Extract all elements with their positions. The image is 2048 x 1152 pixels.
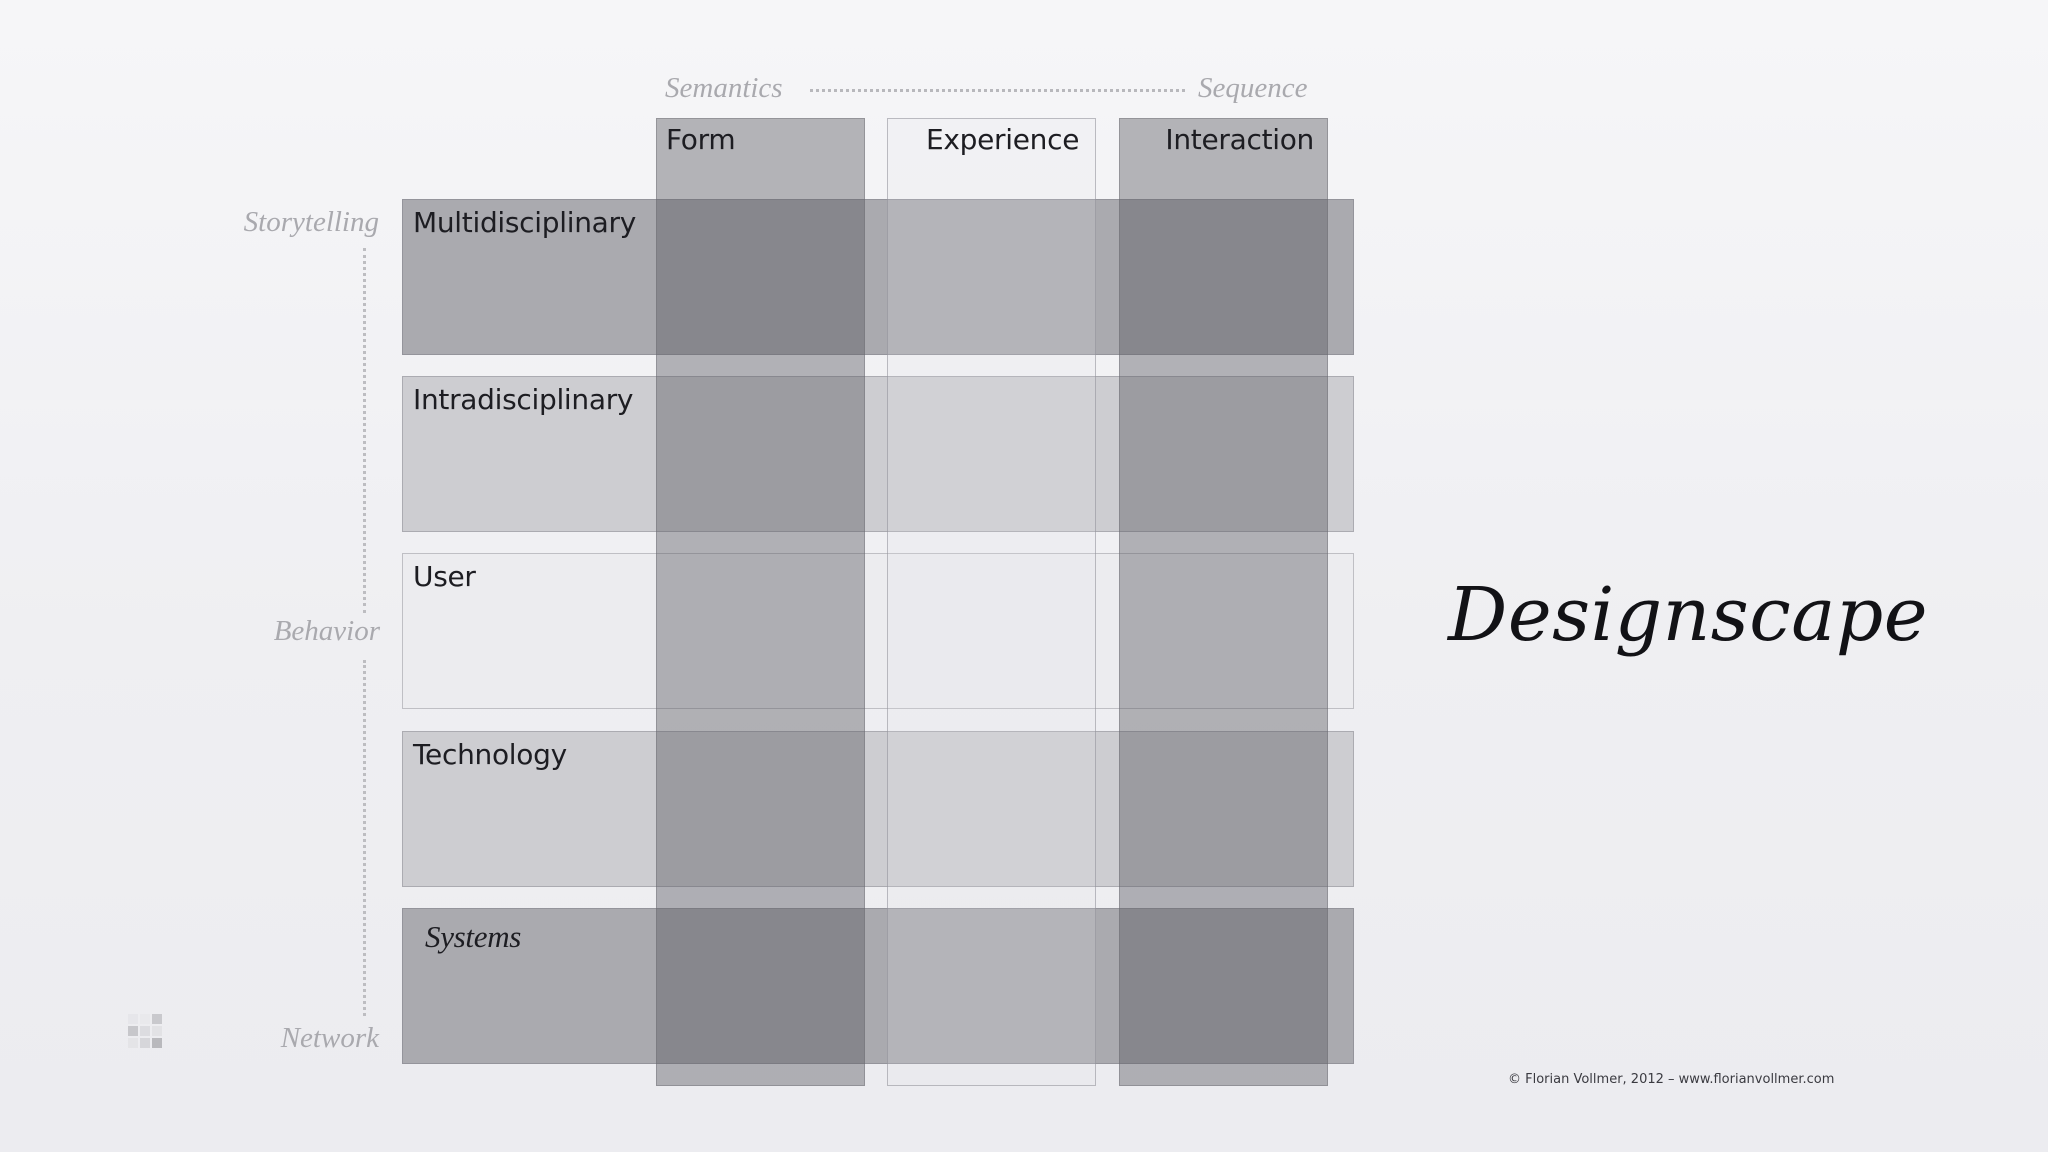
network-label: Network <box>280 1022 379 1054</box>
row-intradisciplinary: Intradisciplinary <box>402 376 1354 532</box>
semantics-label: Semantics <box>665 72 783 104</box>
row-label-systems: Systems <box>425 919 522 954</box>
row-label-user: User <box>413 560 476 593</box>
logo-icon <box>128 1014 174 1060</box>
row-technology: Technology <box>402 731 1354 887</box>
storytelling-label: Storytelling <box>243 206 379 238</box>
row-multidisciplinary: Multidisciplinary <box>402 199 1354 355</box>
row-label-technology: Technology <box>413 738 567 771</box>
top-axis-dotted-line <box>810 89 1185 92</box>
row-user: User <box>402 553 1354 709</box>
column-label-experience: Experience <box>926 123 1080 156</box>
row-label-multidisciplinary: Multidisciplinary <box>413 206 636 239</box>
column-interaction: Interaction <box>1119 118 1328 1086</box>
column-label-form: Form <box>666 123 736 156</box>
row-systems: Systems <box>402 908 1354 1064</box>
copyright-footer: © Florian Vollmer, 2012 – www.florianvol… <box>1508 1072 1835 1087</box>
row-label-intradisciplinary: Intradisciplinary <box>413 383 634 416</box>
page-title: Designscape <box>1448 572 1928 658</box>
column-form: Form <box>656 118 865 1086</box>
column-label-interaction: Interaction <box>1165 123 1314 156</box>
sequence-label: Sequence <box>1198 72 1308 104</box>
left-axis-dotted-line-upper <box>363 248 366 613</box>
left-axis-dotted-line-lower <box>363 660 366 1016</box>
column-experience: Experience <box>887 118 1096 1086</box>
behavior-label: Behavior <box>273 615 380 647</box>
